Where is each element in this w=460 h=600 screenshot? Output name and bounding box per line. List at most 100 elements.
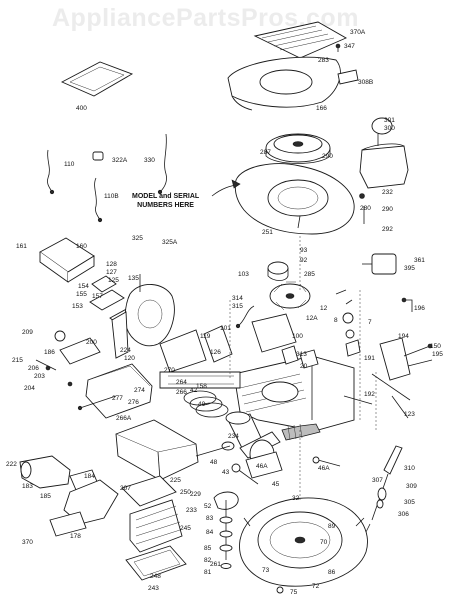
part-325A: 325A bbox=[162, 239, 178, 246]
part-191: 191 bbox=[364, 355, 375, 362]
part-20: 20 bbox=[300, 363, 308, 370]
part-322A: 322A bbox=[112, 157, 128, 164]
guide-lines bbox=[229, 236, 377, 500]
part-277: 277 bbox=[112, 395, 123, 402]
blower-cover bbox=[227, 21, 348, 111]
part-183: 183 bbox=[22, 483, 33, 490]
part-325: 325 bbox=[132, 235, 143, 242]
part-157: 157 bbox=[92, 293, 103, 300]
crankcase-base bbox=[239, 497, 368, 594]
part-300: 300 bbox=[384, 125, 395, 132]
air-filter-cover bbox=[115, 419, 199, 481]
part-209: 209 bbox=[22, 329, 33, 336]
piston bbox=[195, 411, 263, 457]
part-178: 178 bbox=[70, 533, 81, 540]
part-52: 52 bbox=[204, 503, 212, 510]
part-72: 72 bbox=[312, 583, 320, 590]
part-86: 86 bbox=[328, 569, 336, 576]
part-215: 215 bbox=[12, 357, 23, 364]
part-42: 42 bbox=[190, 387, 198, 394]
piston-rings bbox=[183, 390, 229, 418]
part-40: 40 bbox=[198, 401, 206, 408]
part-7: 7 bbox=[368, 319, 372, 326]
part-186: 186 bbox=[44, 349, 55, 356]
governor-parts bbox=[35, 330, 101, 387]
part-204: 204 bbox=[24, 385, 35, 392]
part-8: 8 bbox=[334, 317, 338, 324]
crankshaft bbox=[239, 423, 321, 479]
part-135: 135 bbox=[128, 275, 139, 282]
part-70: 70 bbox=[320, 539, 328, 546]
part-229: 229 bbox=[190, 491, 201, 498]
part-222: 222 bbox=[6, 461, 17, 468]
part-313: 313 bbox=[296, 351, 307, 358]
part-150: 150 bbox=[430, 343, 441, 350]
part-330: 330 bbox=[144, 157, 155, 164]
part-370: 370 bbox=[22, 539, 33, 546]
part-84: 84 bbox=[206, 529, 214, 536]
part-347: 347 bbox=[344, 43, 355, 50]
fuel-tank bbox=[359, 117, 409, 224]
part-73: 73 bbox=[262, 567, 270, 574]
part-100: 100 bbox=[292, 333, 303, 340]
part-45: 45 bbox=[272, 481, 280, 488]
part-46Ab: 46A bbox=[318, 465, 330, 472]
part-192: 192 bbox=[364, 391, 375, 398]
part-283: 283 bbox=[318, 57, 329, 64]
screws-top bbox=[335, 43, 341, 52]
part-285: 285 bbox=[304, 271, 315, 278]
part-234: 234 bbox=[228, 433, 239, 440]
part-184: 184 bbox=[84, 473, 95, 480]
gasket-kit bbox=[60, 61, 134, 97]
cylinder-block bbox=[159, 355, 355, 431]
part-155: 155 bbox=[76, 291, 87, 298]
part-81: 81 bbox=[204, 569, 212, 576]
part-266A: 266A bbox=[116, 415, 132, 422]
part-243: 243 bbox=[148, 585, 159, 592]
part-233: 233 bbox=[186, 507, 197, 514]
ignition-coil bbox=[235, 305, 319, 369]
part-248: 248 bbox=[150, 573, 161, 580]
part-270: 270 bbox=[164, 367, 175, 374]
blower-housing bbox=[234, 163, 355, 235]
part-361: 361 bbox=[414, 257, 425, 264]
part-119: 119 bbox=[200, 333, 211, 340]
wires bbox=[47, 133, 167, 223]
part-127: 127 bbox=[106, 269, 117, 276]
part-315: 315 bbox=[232, 303, 243, 310]
part-301: 301 bbox=[384, 117, 395, 124]
part-101: 101 bbox=[220, 325, 231, 332]
part-287: 287 bbox=[260, 149, 271, 156]
air-filter bbox=[49, 475, 187, 581]
part-83: 83 bbox=[206, 515, 214, 522]
part-290: 290 bbox=[322, 153, 333, 160]
part-225: 225 bbox=[170, 477, 181, 484]
part-160: 160 bbox=[76, 243, 87, 250]
part-314: 314 bbox=[232, 295, 243, 302]
decal bbox=[337, 69, 359, 85]
part-307: 307 bbox=[372, 477, 383, 484]
part-75: 75 bbox=[290, 589, 298, 596]
camshaft bbox=[213, 491, 239, 569]
part-261: 261 bbox=[210, 561, 221, 568]
part-185: 185 bbox=[40, 493, 51, 500]
part-125: 125 bbox=[108, 277, 119, 284]
stator bbox=[267, 261, 311, 311]
part-92: 92 bbox=[300, 257, 308, 264]
part-276: 276 bbox=[128, 399, 139, 406]
part-85: 85 bbox=[204, 545, 212, 552]
part-12: 12 bbox=[320, 305, 328, 312]
carburetor bbox=[111, 274, 233, 373]
dipstick bbox=[365, 445, 403, 533]
part-82: 82 bbox=[204, 557, 212, 564]
part-290b: 290 bbox=[382, 206, 393, 213]
part-306: 306 bbox=[398, 511, 409, 518]
part-274: 274 bbox=[134, 387, 145, 394]
part-207: 207 bbox=[120, 485, 131, 492]
part-128: 128 bbox=[106, 261, 117, 268]
part-305: 305 bbox=[404, 499, 415, 506]
part-158: 158 bbox=[196, 383, 207, 390]
muffler bbox=[77, 363, 153, 419]
part-264: 264 bbox=[176, 379, 187, 386]
